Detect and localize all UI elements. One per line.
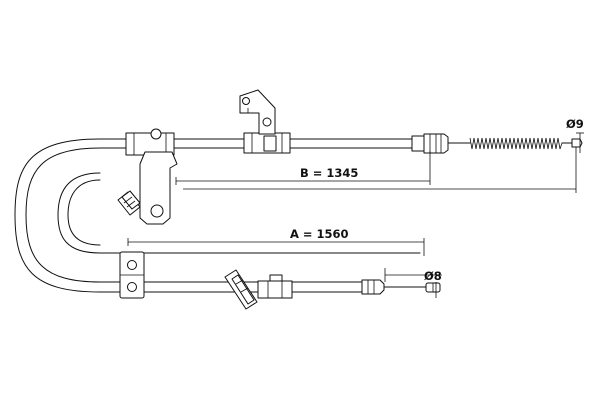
dimension-a-label: A = 1560 [290,227,349,241]
upper-bracket [117,128,178,225]
cable-sheath [14,138,426,293]
lower-end-fitting [361,279,441,295]
diameter-bottom-label: Ø8 [424,269,442,283]
upper-spring [447,137,583,150]
upper-end-fitting [411,133,449,154]
upper-clip [239,89,291,154]
lower-clip [224,269,293,310]
diameter-top-label: Ø9 [566,117,584,131]
lower-bracket [119,251,145,299]
diameter-callouts: Ø9 Ø8 [424,117,584,298]
dimension-a: A = 1560 [127,227,442,282]
dimension-b-label: B = 1345 [300,166,358,180]
dimension-b: B = 1345 [175,147,577,193]
